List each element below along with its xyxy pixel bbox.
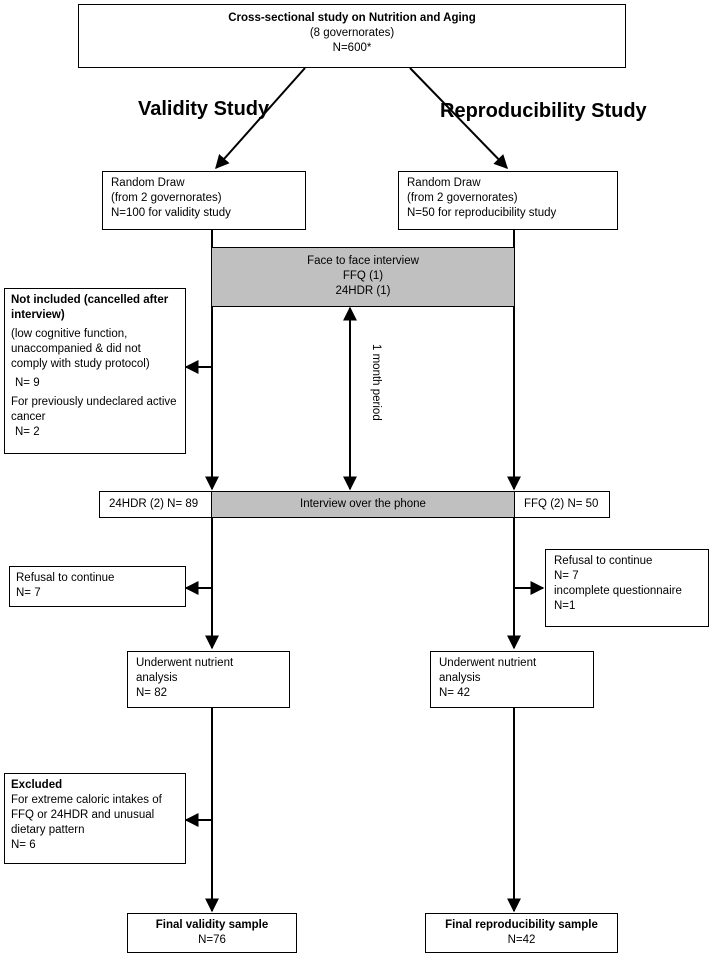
validity-refusal-line-2: N= 7 — [16, 587, 41, 599]
phone-interview-label: Interview over the phone — [300, 498, 426, 510]
reproducibility-refusal-line-3: incomplete questionnaire — [554, 585, 682, 597]
arrow-to-validity-draw — [215, 67, 306, 170]
top-title: Cross-sectional study on Nutrition and A… — [228, 12, 476, 24]
validity-phone-label-box: 24HDR (2) N= 89 — [99, 491, 212, 518]
one-month-label: 1 month period — [370, 344, 382, 421]
reproducibility-draw-line-1: Random Draw — [407, 177, 481, 189]
validity-final-n: N=76 — [198, 934, 226, 946]
face-to-face-box: Face to face interview FFQ (1) 24HDR (1) — [211, 247, 515, 307]
phone-interview-box: Interview over the phone — [211, 491, 515, 518]
face-to-face-line-3: 24HDR (1) — [335, 285, 391, 297]
reproducibility-nutrient-line-2: analysis — [439, 672, 481, 684]
reproducibility-draw-box: Random Draw (from 2 governorates) N=50 f… — [398, 171, 618, 230]
not-included-title: Not included (cancelled after interview) — [11, 294, 169, 321]
validity-final-box: Final validity sample N=76 — [127, 913, 297, 953]
validity-draw-line-2: (from 2 governorates) — [111, 192, 222, 204]
reproducibility-final-title: Final reproducibility sample — [445, 919, 598, 931]
top-n: N=600* — [332, 42, 372, 54]
reproducibility-refusal-box: Refusal to continue N= 7 incomplete ques… — [545, 549, 709, 627]
reproducibility-refusal-line-2: N= 7 — [554, 570, 579, 582]
reproducibility-heading: Reproducibility Study — [440, 100, 647, 122]
reproducibility-nutrient-line-1: Underwent nutrient — [439, 657, 537, 669]
reproducibility-final-box: Final reproducibility sample N=42 — [425, 913, 618, 953]
validity-nutrient-line-1: Underwent nutrient — [136, 657, 234, 669]
validity-final-title: Final validity sample — [155, 919, 269, 931]
reproducibility-nutrient-box: Underwent nutrient analysis N= 42 — [430, 651, 594, 708]
validity-nutrient-box: Underwent nutrient analysis N= 82 — [127, 651, 290, 708]
not-included-reason-2: For previously undeclared active cancer — [11, 396, 177, 423]
validity-heading: Validity Study — [138, 98, 270, 120]
reproducibility-refusal-line-4: N=1 — [554, 600, 576, 612]
validity-draw-box: Random Draw (from 2 governorates) N=100 … — [102, 171, 306, 230]
validity-nutrient-line-3: N= 82 — [136, 687, 168, 699]
reproducibility-phone-label-box: FFQ (2) N= 50 — [514, 491, 610, 518]
face-to-face-line-1: Face to face interview — [307, 255, 419, 267]
not-included-box: Not included (cancelled after interview)… — [4, 288, 186, 454]
validity-refusal-box: Refusal to continue N= 7 — [9, 566, 186, 607]
excluded-title: Excluded — [11, 779, 63, 791]
top-subtitle: (8 governorates) — [309, 27, 395, 39]
validity-draw-line-1: Random Draw — [111, 177, 185, 189]
arrow-to-reproducibility-draw — [409, 67, 508, 170]
reproducibility-draw-line-2: (from 2 governorates) — [407, 192, 518, 204]
validity-nutrient-line-2: analysis — [136, 672, 178, 684]
excluded-n: N= 6 — [11, 839, 36, 851]
excluded-box: Excluded For extreme caloric intakes of … — [4, 773, 186, 864]
validity-refusal-line-1: Refusal to continue — [16, 572, 115, 584]
validity-phone-label: 24HDR (2) N= 89 — [109, 498, 199, 510]
validity-draw-line-3: N=100 for validity study — [111, 207, 231, 219]
face-to-face-line-2: FFQ (1) — [342, 270, 384, 282]
reproducibility-refusal-line-1: Refusal to continue — [554, 555, 653, 567]
reproducibility-phone-label: FFQ (2) N= 50 — [524, 498, 599, 510]
top-study-box: Cross-sectional study on Nutrition and A… — [78, 4, 626, 68]
not-included-n-1: N= 9 — [15, 377, 40, 389]
not-included-n-2: N= 2 — [15, 426, 40, 438]
reproducibility-draw-line-3: N=50 for reproducibility study — [407, 207, 557, 219]
reproducibility-nutrient-line-3: N= 42 — [439, 687, 471, 699]
excluded-text: For extreme caloric intakes of FFQ or 24… — [11, 794, 162, 836]
reproducibility-final-n: N=42 — [507, 934, 536, 946]
not-included-reason-1: (low cognitive function, unaccompanied &… — [11, 328, 150, 370]
